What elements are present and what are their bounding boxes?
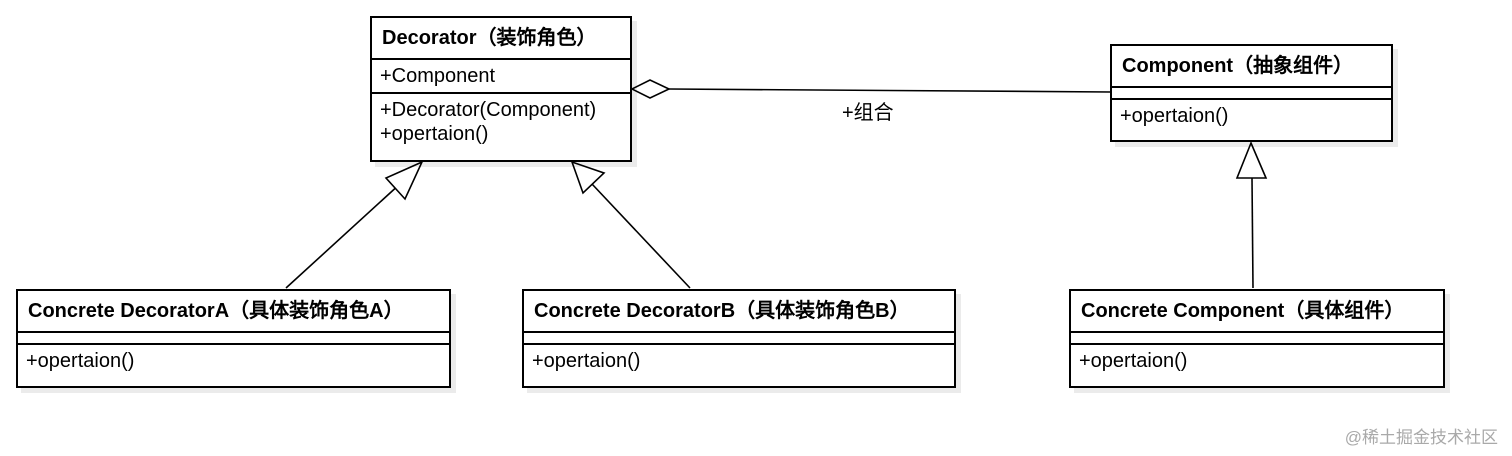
class-concrete-component-title: Concrete Component（具体组件） [1071, 291, 1443, 333]
operation-item: +opertaion() [532, 350, 641, 372]
attribute-item: +Component [380, 65, 496, 87]
inheritance-triangle-c [1235, 140, 1268, 179]
aggregation-label: +组合 [842, 102, 894, 124]
inheritance-arrow-a [285, 160, 424, 289]
class-concrete-decorator-b[interactable]: Concrete DecoratorB（具体装饰角色B） +opertaion(… [522, 289, 956, 388]
class-concrete-decorator-a-operations: +opertaion() [18, 345, 449, 377]
class-decorator-attributes: +Component [372, 60, 630, 94]
class-concrete-component[interactable]: Concrete Component（具体组件） +opertaion() [1069, 289, 1445, 388]
class-concrete-decorator-b-attributes [524, 333, 954, 345]
inheritance-triangle-a [384, 160, 424, 201]
class-concrete-decorator-a[interactable]: Concrete DecoratorA（具体装饰角色A） +opertaion(… [16, 289, 451, 388]
class-concrete-decorator-b-title: Concrete DecoratorB（具体装饰角色B） [524, 291, 954, 333]
class-concrete-decorator-b-operations: +opertaion() [524, 345, 954, 377]
aggregation-connector [630, 79, 1112, 99]
class-concrete-decorator-a-attributes [18, 333, 449, 345]
inheritance-triangle-b [570, 160, 606, 195]
operation-item: +opertaion() [1120, 105, 1229, 127]
class-component-operations: +opertaion() [1112, 100, 1391, 132]
class-decorator[interactable]: Decorator（装饰角色） +Component +Decorator(Co… [370, 16, 632, 162]
operation-item: +opertaion() [1079, 350, 1188, 372]
operation-item: +Decorator(Component) [380, 99, 597, 121]
aggregation-diamond [630, 79, 671, 99]
operation-item: +opertaion() [380, 123, 489, 145]
class-concrete-component-operations: +opertaion() [1071, 345, 1443, 377]
class-decorator-operations: +Decorator(Component) +opertaion() [372, 94, 630, 150]
class-decorator-title: Decorator（装饰角色） [372, 18, 630, 60]
inheritance-arrow-c [1235, 140, 1268, 289]
class-component-attributes [1112, 88, 1391, 100]
class-component-title: Component（抽象组件） [1112, 46, 1391, 88]
inheritance-arrow-b [570, 160, 691, 289]
class-concrete-component-attributes [1071, 333, 1443, 345]
watermark: @稀土掘金技术社区 [1344, 428, 1498, 447]
class-component[interactable]: Component（抽象组件） +opertaion() [1110, 44, 1393, 142]
operation-item: +opertaion() [26, 350, 135, 372]
class-concrete-decorator-a-title: Concrete DecoratorA（具体装饰角色A） [18, 291, 449, 333]
